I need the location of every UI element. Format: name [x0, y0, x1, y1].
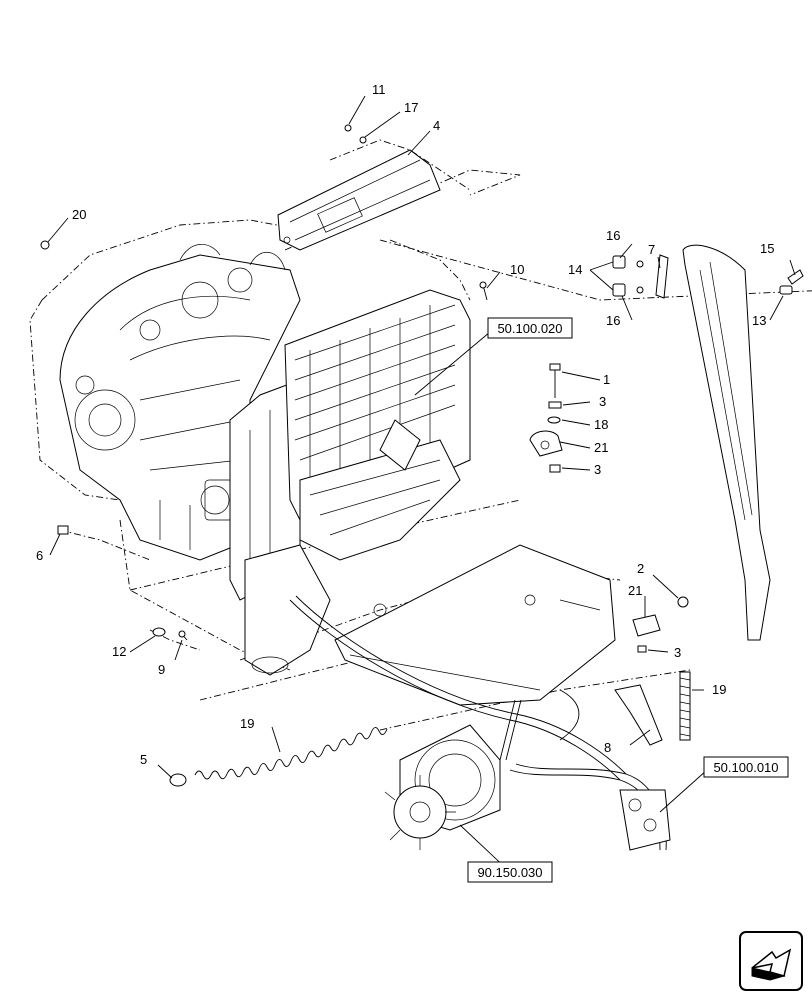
air-cleaner-housing — [277, 149, 441, 251]
callout-13: 13 — [752, 313, 766, 328]
callout-3-upper: 3 — [599, 394, 606, 409]
callout-9: 9 — [158, 662, 165, 677]
callout-14: 14 — [568, 262, 582, 277]
callout-17: 17 — [404, 100, 418, 115]
callout-1: 1 — [603, 372, 610, 387]
side-shroud-panel — [682, 244, 771, 641]
callout-16-lower: 16 — [606, 313, 620, 328]
callout-8: 8 — [604, 740, 611, 755]
hydraulic-hoses — [289, 595, 671, 851]
reference-label-drive: 90.150.030 — [477, 865, 542, 880]
callout-19-right: 19 — [712, 682, 726, 697]
callout-21-lower: 21 — [628, 583, 642, 598]
reference-box-drive[interactable]: 90.150.030 — [467, 861, 553, 883]
callout-5: 5 — [140, 752, 147, 767]
reference-label-hydraulic: 50.100.010 — [713, 760, 778, 775]
callout-7: 7 — [648, 242, 655, 257]
callout-21-upper: 21 — [594, 440, 608, 455]
callout-2: 2 — [637, 561, 644, 576]
callout-12: 12 — [112, 644, 126, 659]
callout-20: 20 — [72, 207, 86, 222]
callout-11: 11 — [372, 82, 386, 97]
next-page-arrow-icon[interactable] — [739, 931, 803, 991]
reference-box-cooling[interactable]: 50.100.020 — [487, 317, 573, 339]
cooling-pack — [284, 289, 471, 561]
callout-3-middle: 3 — [594, 462, 601, 477]
callout-16-upper: 16 — [606, 228, 620, 243]
chassis-plate — [244, 544, 616, 706]
leader-lines — [47, 95, 796, 873]
callout-15: 15 — [760, 241, 774, 256]
callout-6: 6 — [36, 548, 43, 563]
callout-4: 4 — [433, 118, 440, 133]
callout-numbers: 11 17 4 20 10 1 3 18 21 3 16 7 14 16 15 … — [36, 82, 774, 767]
callout-19-left: 19 — [240, 716, 254, 731]
reference-label-cooling: 50.100.020 — [497, 321, 562, 336]
callout-3-lower: 3 — [674, 645, 681, 660]
callout-18: 18 — [594, 417, 608, 432]
small-hardware — [40, 124, 804, 787]
reference-box-hydraulic[interactable]: 50.100.010 — [703, 756, 789, 778]
drive-motor — [384, 699, 522, 850]
callout-10: 10 — [510, 262, 524, 277]
